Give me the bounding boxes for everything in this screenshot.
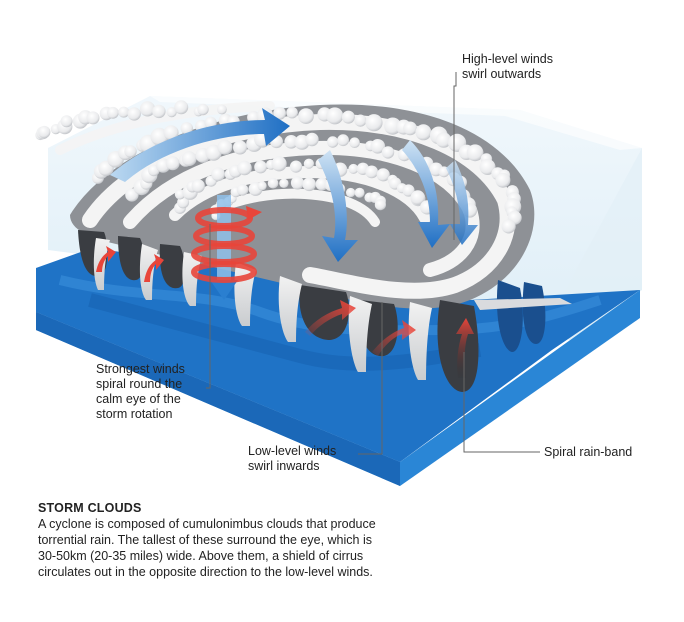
cloud-puff	[337, 134, 349, 147]
cloud-puff	[365, 165, 379, 179]
cloud-puff	[124, 145, 137, 158]
sea-base	[36, 312, 400, 486]
cloud-puff	[60, 115, 73, 128]
cloud-puff	[180, 122, 193, 135]
cloud-puff	[415, 124, 432, 141]
cloud-puff	[254, 160, 267, 174]
cloud-puff	[107, 106, 119, 119]
cloud-puff	[181, 151, 197, 167]
cloud-puff	[267, 177, 279, 189]
cloud-puff	[257, 181, 267, 191]
cloud-puff	[305, 132, 319, 147]
cloud-puff	[376, 168, 390, 182]
cloud-puff	[365, 114, 383, 132]
cloud-puff	[303, 158, 314, 169]
cloud-puff	[298, 108, 314, 124]
cloud-puff	[495, 172, 511, 188]
cloud-puff	[354, 187, 365, 198]
spiral-rain-band-label: Spiral rain-band	[544, 445, 633, 459]
cloud-puff	[211, 167, 226, 182]
cloud-puff	[38, 125, 51, 139]
cloud-puff	[354, 114, 367, 127]
cloud-puff	[237, 160, 252, 176]
caption-title: STORM CLOUDS	[38, 501, 142, 515]
cloud-puff	[165, 156, 180, 171]
low-level-wind-arrows	[96, 246, 474, 378]
cloud-puff	[302, 177, 317, 192]
cloud-puff	[341, 110, 355, 124]
low-level-winds-label: Low-level winds swirl inwards	[248, 444, 337, 473]
sea-side-face	[400, 290, 640, 486]
cloud-puff	[118, 106, 130, 118]
cloud-puff	[271, 156, 287, 172]
cloud-puff	[86, 111, 100, 125]
cloud-pillars	[93, 238, 572, 380]
cloud-puff	[370, 139, 386, 154]
cloud-puff	[290, 176, 305, 190]
cloud-puff	[479, 159, 496, 175]
strongest-winds-label: Strongest winds spiral round the calm ey…	[96, 362, 185, 421]
cloud-puff	[501, 219, 516, 234]
high-level-winds-label: High-level winds swirl outwards	[462, 52, 554, 81]
cloud-puff	[284, 135, 299, 149]
cloud-puff	[279, 178, 289, 188]
cloud-puff	[233, 140, 247, 155]
cloud-puff	[374, 199, 386, 211]
cloud-puff	[346, 187, 356, 198]
cloud-puff	[466, 144, 484, 162]
cloud-puff	[273, 106, 286, 120]
cloud-puff	[435, 132, 452, 148]
cloud-puff	[289, 160, 303, 173]
cloud-puff	[410, 190, 426, 205]
cloud-puff	[348, 163, 359, 174]
cloud-puff	[326, 107, 344, 125]
cloud-puff	[402, 184, 415, 197]
caption-body: A cyclone is composed of cumulonimbus cl…	[38, 517, 376, 579]
caption: STORM CLOUDS A cyclone is composed of cu…	[38, 500, 418, 580]
cloud-puff	[349, 137, 360, 148]
cloud-puff	[191, 179, 205, 193]
leader-lines	[206, 72, 540, 455]
cloud-puff	[163, 125, 179, 141]
cloud-puff	[127, 107, 141, 121]
cloud-puff	[327, 136, 339, 148]
eye-spiral	[191, 206, 262, 283]
cloud-puff	[217, 104, 227, 115]
cloud-puff	[152, 104, 166, 119]
cloud-puff	[381, 146, 395, 159]
cloud-puff	[286, 106, 298, 119]
cloud-puff	[174, 100, 189, 115]
cloud-puff	[236, 184, 249, 196]
cloud-puff	[139, 101, 156, 117]
cloud-puff	[217, 139, 233, 155]
cloud-puff	[166, 107, 177, 118]
cloud-puff	[197, 103, 209, 116]
cloud-puff	[403, 121, 417, 136]
